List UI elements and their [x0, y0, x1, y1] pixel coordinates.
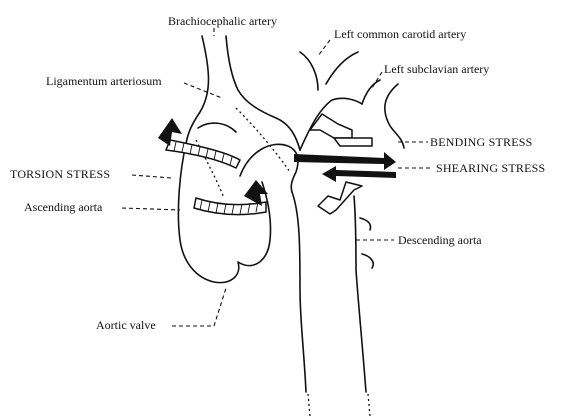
descending-aorta-right-wall: [354, 196, 366, 392]
label-left-subclavian-artery: Left subclavian artery: [384, 62, 489, 76]
leader-ascending: [122, 208, 180, 210]
label-ligamentum-arteriosum: Ligamentum arteriosum: [46, 74, 162, 88]
left-common-carotid-outline: [300, 52, 318, 90]
left-subclavian-outline-2: [385, 84, 404, 148]
leader-aortic-valve: [172, 288, 226, 326]
ligamentum-arteriosum-dotted: [236, 108, 290, 172]
label-left-common-carotid-artery: Left common carotid artery: [334, 27, 466, 41]
brachiocephalic-right-wall: [226, 36, 300, 150]
label-brachiocephalic-artery: Brachiocephalic artery: [168, 14, 277, 28]
descending-aorta-dotted-left: [308, 394, 310, 416]
left-common-carotid-outline-2: [326, 52, 358, 84]
leader-ligamentum: [184, 83, 222, 98]
label-shearing-stress: SHEARING STRESS: [436, 161, 545, 175]
left-subclavian-outline: [362, 80, 380, 104]
label-torsion-stress: TORSION STRESS: [10, 167, 110, 181]
label-descending-aorta: Descending aorta: [398, 233, 482, 247]
leader-left-common-carotid: [318, 40, 330, 56]
shearing-stress-arrows: [294, 152, 396, 214]
pulmonary-trunk-outline: [240, 144, 298, 192]
descending-aorta-notch-2: [362, 254, 373, 268]
descending-aorta-left-wall: [292, 192, 306, 392]
leader-torsion: [132, 175, 172, 178]
bending-stress-arrow: [310, 114, 372, 146]
descending-aorta-dotted-right: [368, 394, 370, 416]
ascending-aorta-contour: [198, 123, 236, 132]
label-aortic-valve: Aortic valve: [96, 318, 156, 332]
label-bending-stress: BENDING STRESS: [430, 135, 532, 149]
label-ascending-aorta: Ascending aorta: [24, 200, 102, 214]
descending-aorta-notch: [360, 218, 371, 230]
